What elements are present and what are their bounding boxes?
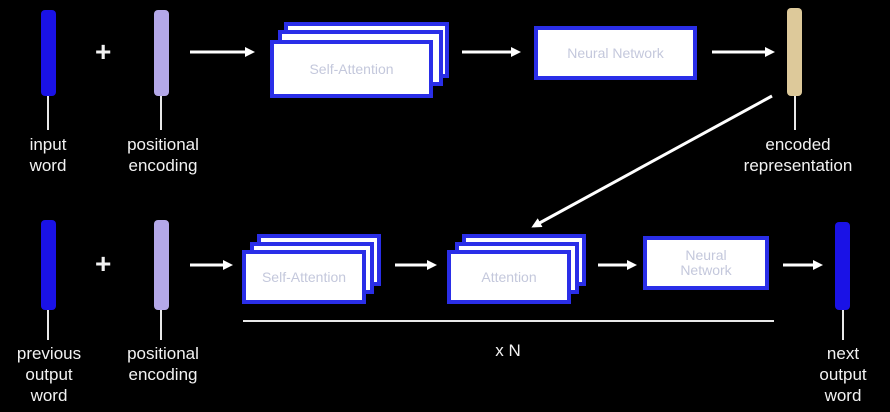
plus-sign: + <box>95 36 112 67</box>
encoded-representation-stem <box>794 96 796 130</box>
input-word-token <box>41 10 56 96</box>
positional-encoding-stem-decoder <box>160 310 162 340</box>
next-output-word-stem <box>842 310 844 340</box>
encoded-representation-token <box>787 8 802 96</box>
plus-sign-decoder: + <box>95 248 112 279</box>
next-output-word-token <box>835 222 850 310</box>
attention-block: Attention <box>447 250 571 304</box>
input-word-stem <box>47 96 49 130</box>
positional-encoding-token-decoder <box>154 220 169 310</box>
repeat-bracket-line <box>243 320 774 322</box>
decoder-self-attention-block: Self-Attention <box>242 250 366 304</box>
repeat-label: x N <box>495 341 521 360</box>
neural-network-block: Neural Network <box>534 26 697 80</box>
positional-encoding-stem <box>160 96 162 130</box>
previous-output-word-stem <box>47 310 49 340</box>
self-attention-block: Self-Attention <box>270 40 433 98</box>
positional-encoding-token <box>154 10 169 96</box>
arrow-encoded-to-attention <box>531 94 773 228</box>
previous-output-word-token <box>41 220 56 310</box>
